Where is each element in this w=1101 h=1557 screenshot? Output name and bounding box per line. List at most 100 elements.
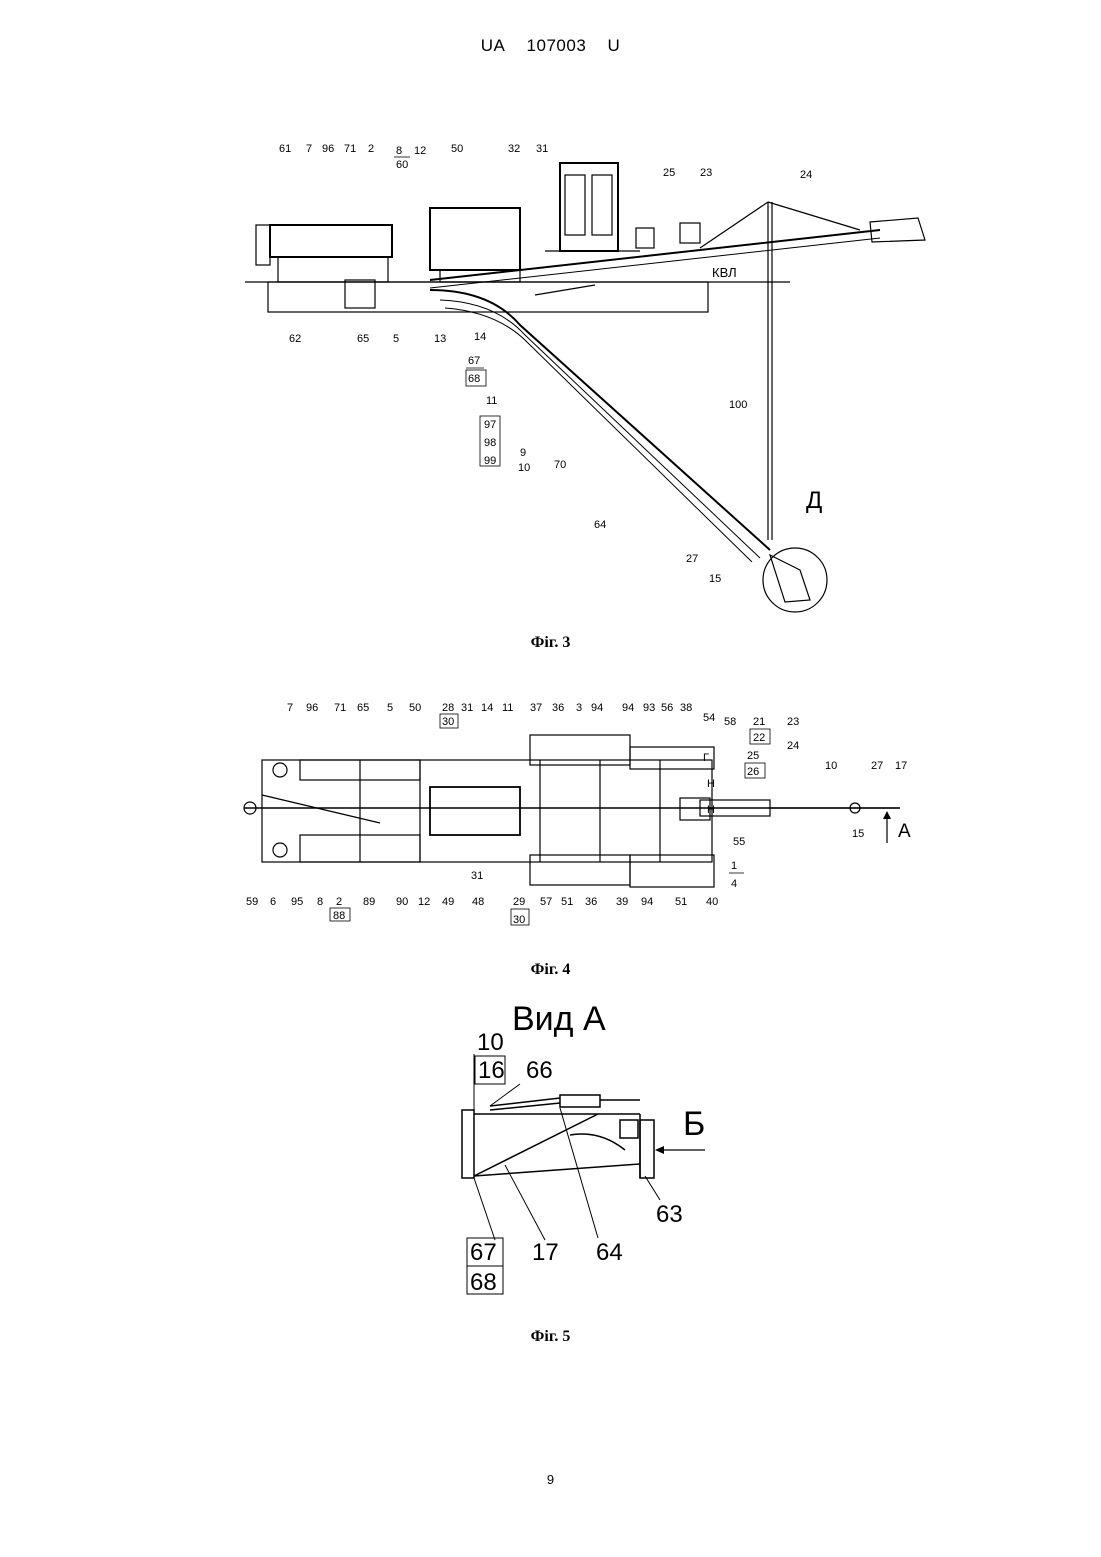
- fig3-label: 61: [279, 143, 291, 155]
- fig5-label: 16: [478, 1057, 505, 1084]
- fig4-top-label: 21: [753, 716, 765, 728]
- fig4-top-label: 37: [530, 702, 542, 714]
- fig4-bottom-label: 39: [616, 896, 628, 908]
- fig4-bottom-label: 8: [317, 896, 323, 908]
- fig5-label: 17: [532, 1239, 559, 1266]
- fig4-top-label: 65: [357, 702, 369, 714]
- fig5-title: Вид А: [512, 1000, 606, 1038]
- fig3-label: 50: [451, 143, 463, 155]
- fig4-top-label: 94: [622, 702, 634, 714]
- figure-4-caption: Фіг. 4: [0, 961, 1101, 979]
- fig4-top-label: 30: [442, 716, 454, 728]
- fig4-bottom-label: 1: [731, 860, 737, 872]
- fig3-label: 8: [396, 145, 402, 157]
- fig3-label: 31: [536, 143, 548, 155]
- fig4-top-label: 38: [680, 702, 692, 714]
- fig4-top-label: 28: [442, 702, 454, 714]
- fig4-top-label: 96: [306, 702, 318, 714]
- fig4-bottom-label: 94: [641, 896, 653, 908]
- fig4-top-label: 31: [461, 702, 473, 714]
- fig4-bottom-label: 15: [852, 828, 864, 840]
- fig3-label: 12: [414, 145, 426, 157]
- fig3-label: 64: [594, 519, 606, 531]
- fig4-top-label: 26: [747, 766, 759, 778]
- fig4-bottom-label: 6: [270, 896, 276, 908]
- fig3-label: 23: [700, 167, 712, 179]
- fig3-label: 98: [484, 437, 496, 449]
- fig3-label: 24: [800, 169, 812, 181]
- figure-5-caption: Фіг. 5: [0, 1328, 1101, 1346]
- fig4-bottom-label: 89: [363, 896, 375, 908]
- fig4-top-label: 23: [787, 716, 799, 728]
- figure-4-drawing: 7 96 71 65 5 50 28 30 31 14 11 37 36 3 9…: [0, 695, 1101, 940]
- fig5-label: 64: [596, 1239, 623, 1266]
- fig4-top-label: 3: [576, 702, 582, 714]
- document-header: UA 107003 U: [0, 36, 1101, 56]
- fig4-top-label: 54: [703, 712, 715, 724]
- fig3-label: 97: [484, 419, 496, 431]
- fig3-label: 7: [306, 143, 312, 155]
- figure-5-drawing: Вид А Б 10 16 66 63 67 68 17 64: [0, 990, 1101, 1310]
- fig3-label: 96: [322, 143, 334, 155]
- view-d-label: Д: [806, 487, 822, 514]
- fig4-top-label: 71: [334, 702, 346, 714]
- fig5-label: 63: [656, 1201, 683, 1228]
- fig4-bottom-label: 36: [585, 896, 597, 908]
- fig4-bottom-label: 4: [731, 878, 737, 890]
- fig4-top-label: 17: [895, 760, 907, 772]
- fig4-top-label: 50: [409, 702, 421, 714]
- waterline-label: КВЛ: [712, 265, 737, 280]
- fig4-arrow-label: А: [898, 821, 911, 842]
- fig4-bottom-label: 59: [246, 896, 258, 908]
- fig4-top-label: 58: [724, 716, 736, 728]
- fig4-top-label: 7: [287, 702, 293, 714]
- fig3-label: 99: [484, 455, 496, 467]
- fig3-label: 62: [289, 333, 301, 345]
- fig4-bottom-label: 49: [442, 896, 454, 908]
- fig4-bottom-label: 40: [706, 896, 718, 908]
- fig4-top-label: 36: [552, 702, 564, 714]
- fig4-bottom-label: 55: [733, 836, 745, 848]
- country-code: UA: [481, 36, 506, 55]
- fig4-side-label: Н: [707, 778, 715, 790]
- fig5-label: 10: [477, 1029, 504, 1056]
- fig3-label: 9: [520, 447, 526, 459]
- fig4-top-label: 94: [591, 702, 603, 714]
- fig5-label: 66: [526, 1057, 553, 1084]
- fig4-bottom-label: 12: [418, 896, 430, 908]
- fig3-label: 2: [368, 143, 374, 155]
- document-kind: U: [608, 36, 621, 55]
- fig5-label: 68: [470, 1269, 497, 1296]
- fig3-label: 71: [344, 143, 356, 155]
- fig4-top-label: 22: [753, 732, 765, 744]
- fig4-top-label: 56: [661, 702, 673, 714]
- fig3-label: 14: [474, 331, 486, 343]
- fig3-label: 25: [663, 167, 675, 179]
- fig4-top-label: 25: [747, 750, 759, 762]
- fig4-bottom-label: 51: [675, 896, 687, 908]
- fig4-bottom-label: 90: [396, 896, 408, 908]
- fig3-label: 11: [486, 395, 497, 407]
- fig3-label: 15: [709, 573, 721, 585]
- fig3-label: 27: [686, 553, 698, 565]
- fig3-label: 65: [357, 333, 369, 345]
- fig4-bottom-label: 2: [336, 896, 342, 908]
- figure-3-drawing: 61 7 96 71 2 8 60 12 50 32 31 25 23 24 6…: [0, 130, 1101, 630]
- fig4-bottom-label: 95: [291, 896, 303, 908]
- fig4-top-label: 27: [871, 760, 883, 772]
- fig4-side-label: Н: [707, 804, 715, 816]
- fig3-label: 60: [396, 159, 408, 171]
- fig4-side-label: Г: [703, 752, 709, 764]
- fig4-top-label: 24: [787, 740, 799, 752]
- fig3-label: 5: [393, 333, 399, 345]
- fig4-top-label: 14: [481, 702, 493, 714]
- fig4-bottom-label: 48: [472, 896, 484, 908]
- patent-number: 107003: [527, 36, 587, 55]
- fig3-label: 67: [468, 355, 480, 367]
- fig4-bottom-label: 57: [540, 896, 552, 908]
- fig5-label: 67: [470, 1239, 497, 1266]
- fig4-bottom-label: 51: [561, 896, 573, 908]
- fig4-top-label: 10: [825, 760, 837, 772]
- fig4-bottom-label: 31: [471, 870, 483, 882]
- fig3-label: 10: [518, 462, 530, 474]
